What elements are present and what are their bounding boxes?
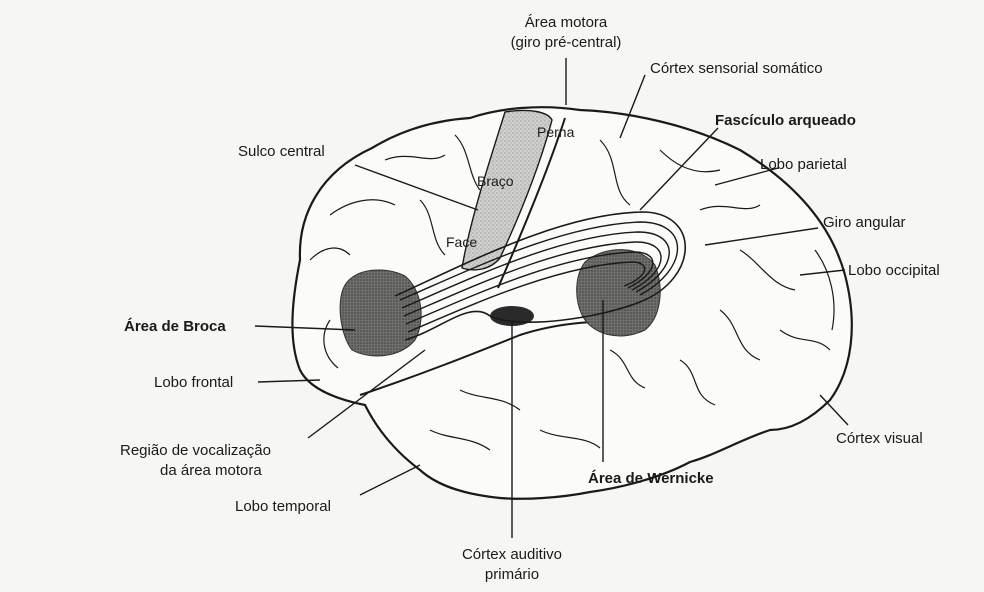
label-area-motora: Área motora xyxy=(493,14,639,32)
label-cortex-visual: Córtex visual xyxy=(836,430,923,448)
broca-region xyxy=(340,270,421,356)
label-giro-angular: Giro angular xyxy=(823,214,906,232)
label-face: Face xyxy=(446,233,477,251)
label-area-de-wernicke: Área de Wernicke xyxy=(588,470,714,488)
label-da-area-motora: da área motora xyxy=(160,462,262,480)
label-primario: primário xyxy=(440,566,584,584)
label-cortex-auditivo: Córtex auditivo xyxy=(440,546,584,564)
label-lobo-frontal: Lobo frontal xyxy=(154,374,233,392)
label-braco: Braço xyxy=(477,172,514,190)
label-perna: Perna xyxy=(537,123,574,141)
label-lobo-temporal: Lobo temporal xyxy=(235,498,331,516)
label-regiao-vocalizacao: Região de vocalização xyxy=(120,442,271,460)
label-lobo-occipital: Lobo occipital xyxy=(848,262,940,280)
label-fasciculo-arqueado: Fascículo arqueado xyxy=(715,112,856,130)
label-sulco-central: Sulco central xyxy=(238,143,325,161)
label-lobo-parietal: Lobo parietal xyxy=(760,156,847,174)
label-area-de-broca: Área de Broca xyxy=(124,318,226,336)
label-giro-pre-central: (giro pré-central) xyxy=(493,34,639,52)
label-cortex-sensorial-somatico: Córtex sensorial somático xyxy=(650,60,823,78)
